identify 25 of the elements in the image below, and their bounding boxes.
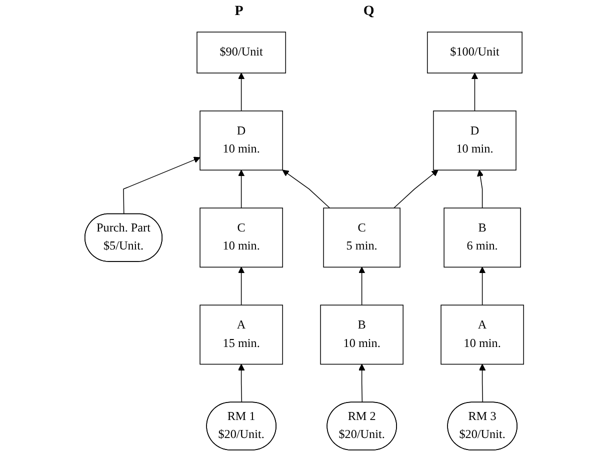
arrow [472,72,478,112]
node-box: D 10 min. [433,110,517,170]
arrow [123,156,201,214]
node-box: C 5 min. [323,208,401,268]
arrow [477,170,484,208]
arrow [479,364,486,403]
arrow [479,266,486,306]
column-heading: Q [363,4,374,21]
arrow [358,364,366,403]
node-box: D 10 min. [200,110,284,170]
arrow [394,170,439,208]
arrow [238,72,245,112]
column-heading: P [234,4,244,21]
arrow [282,170,330,208]
arrow [238,266,245,306]
node-box: A 10 min. [440,304,524,365]
node-box: B 6 min. [444,208,522,268]
node-box: B 10 min. [320,304,404,365]
node-box: C 10 min. [200,208,284,268]
arrow [238,170,245,208]
node-box: A 15 min. [200,304,284,365]
node-box: $100/Unit [427,32,523,74]
arrow [238,364,245,403]
arrow [358,266,366,306]
node-box: $90/Unit [196,32,286,74]
